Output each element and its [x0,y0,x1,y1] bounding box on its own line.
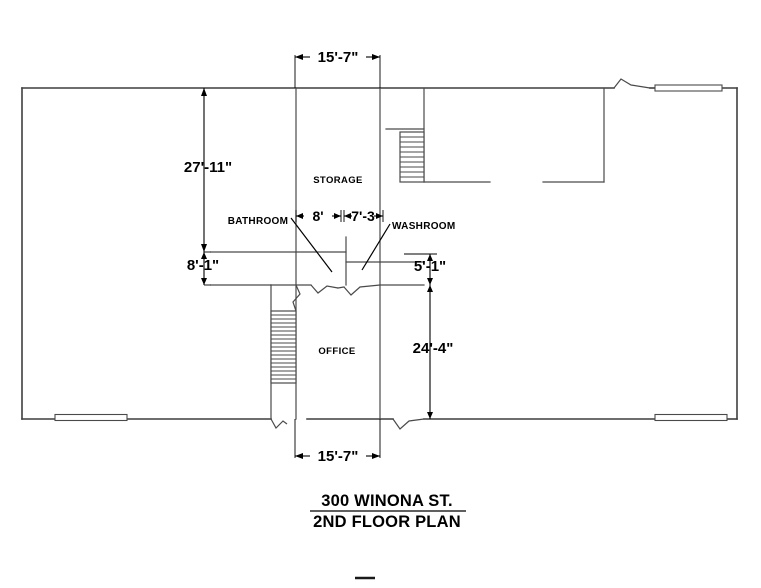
window-top-right [654,84,723,92]
wall-break-bottom-left-office [270,418,288,429]
dimension-lower-left: 8'-1" [187,251,219,286]
dim-label-right-tall: 24'-4" [413,340,454,357]
drawing-title-address: 300 WINONA ST. [321,492,452,510]
dim-arrow-bottom [201,278,207,285]
title-block: 300 WINONA ST. 2ND FLOOR PLAN [310,492,466,580]
room-label-storage: STORAGE [313,175,363,186]
dimension-bay-b: 7'-3 [343,208,384,224]
dim-label-right-small: 5'-1" [414,258,446,275]
wall-break-symbols [270,78,651,430]
dim-arrow-left [295,54,303,60]
wall-break-bottom-right-office [392,418,425,430]
wall-break-bathroom [310,284,339,294]
dim-label-top-width: 15'-7" [318,49,359,66]
dim-arrow-bottom [427,278,433,285]
office-stair [270,310,297,384]
wall-break-office-stair-head [292,284,301,312]
window-bottom-left [54,413,128,422]
room-label-washroom: WASHROOM [392,221,456,232]
dim-label-bay-a: 8' [312,208,323,224]
dimension-right-tall: 24'-4" [413,285,454,419]
drawing-title-sheet: 2ND FLOOR PLAN [313,513,461,531]
wall-break-washroom [343,284,381,296]
dim-arrow-right [376,213,383,219]
dim-label-lower-left: 8'-1" [187,257,219,274]
dim-arrow-bottom [427,412,433,419]
dimension-top-width: 15'-7" [294,49,381,88]
upper-stair [399,131,425,183]
dim-arrow-top [427,254,433,261]
door-break-top-right [613,78,651,89]
callout-leaders [290,217,391,273]
dim-arrow-bottom [201,244,207,252]
dim-arrow-right [372,453,380,459]
washroom-leader-line [361,223,391,271]
dim-arrow-top [201,252,207,259]
room-label-bathroom: BATHROOM [228,216,289,227]
window-group [54,84,728,422]
dim-arrow-top [427,285,433,292]
dim-arrow-right [372,54,380,60]
dim-label-bay-b: 7'-3 [351,208,375,224]
building-envelope [21,87,738,420]
dim-arrow-left [344,213,351,219]
room-label-office: OFFICE [318,346,355,357]
dim-label-bottom-width: 15'-7" [318,448,359,465]
window-bottom-right [654,413,728,422]
room-labels: STORAGE OFFICE BATHROOM WASHROOM [228,175,456,357]
bathroom-leader-line [290,217,333,273]
dim-arrow-top [201,88,207,96]
dimension-left-height: 27'-11" [184,88,232,252]
dimension-bottom-width: 15'-7" [294,419,381,465]
dim-arrow-left [295,453,303,459]
partition-bath-bottom-3 [337,286,345,289]
dimension-right-small: 5'-1" [404,253,446,285]
dim-arrow-left [296,213,303,219]
dim-label-left-height: 27'-11" [184,159,232,176]
dim-arrow-right [334,213,341,219]
dimension-bay-a: 8' [295,208,342,224]
